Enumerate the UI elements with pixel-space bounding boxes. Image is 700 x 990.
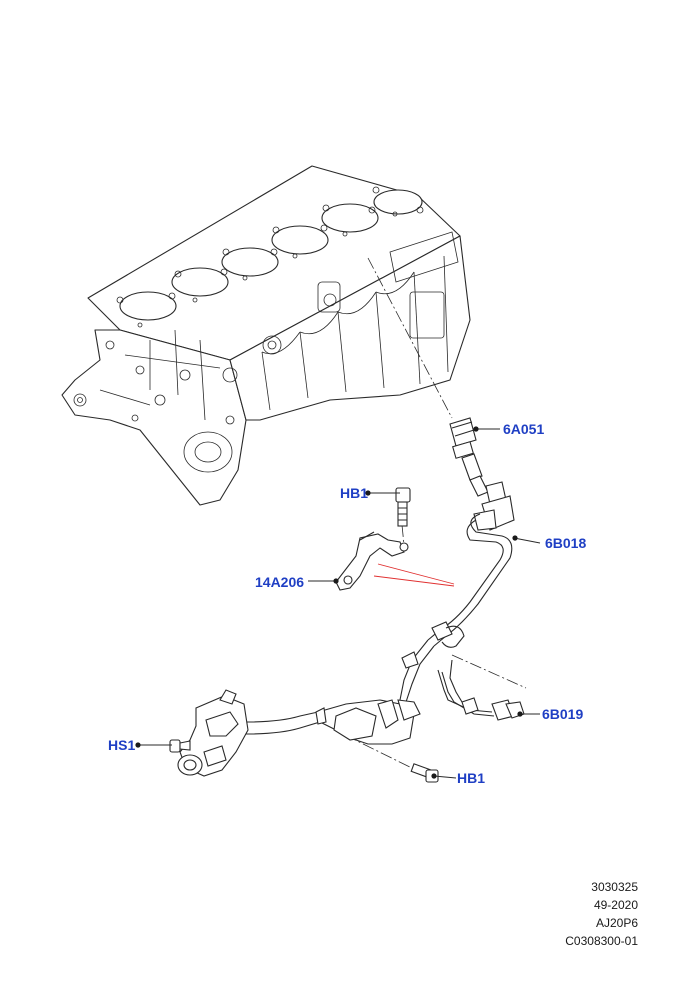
reference-line-2: 49-2020 bbox=[593, 898, 638, 912]
connector-elbow bbox=[473, 481, 515, 531]
bolt-hb1-lower bbox=[410, 763, 439, 783]
red-indicator-lines bbox=[373, 563, 455, 587]
screw-hs1 bbox=[169, 739, 191, 753]
reference-block: 3030325 49-2020 AJ20P6 C0308300-01 bbox=[565, 878, 638, 950]
callout-hb1-upper: HB1 bbox=[340, 485, 369, 501]
callout-hb1-lower: HB1 bbox=[457, 770, 486, 786]
engine-block-illustration bbox=[61, 165, 471, 506]
callout-6b019: 6B019 bbox=[542, 706, 584, 722]
sensor-6a051 bbox=[449, 417, 489, 497]
bracket-14a206 bbox=[335, 531, 409, 591]
callout-6a051: 6A051 bbox=[503, 421, 545, 437]
callout-hs1: HS1 bbox=[108, 737, 136, 753]
callout-6b018: 6B018 bbox=[545, 535, 587, 551]
callout-leader-lines bbox=[138, 428, 541, 779]
lower-harness-assembly bbox=[177, 689, 421, 777]
engine-block-details bbox=[73, 186, 459, 473]
harness-6b019 bbox=[437, 659, 525, 721]
reference-line-3: AJ20P6 bbox=[595, 916, 638, 930]
reference-line-4: C0308300-01 bbox=[565, 934, 638, 948]
reference-line-1: 3030325 bbox=[591, 880, 638, 894]
harness-6b018 bbox=[394, 513, 513, 715]
callout-leader-dots bbox=[135, 426, 523, 779]
callout-14a206: 14A206 bbox=[255, 574, 305, 590]
bolt-hb1-upper bbox=[395, 487, 411, 527]
